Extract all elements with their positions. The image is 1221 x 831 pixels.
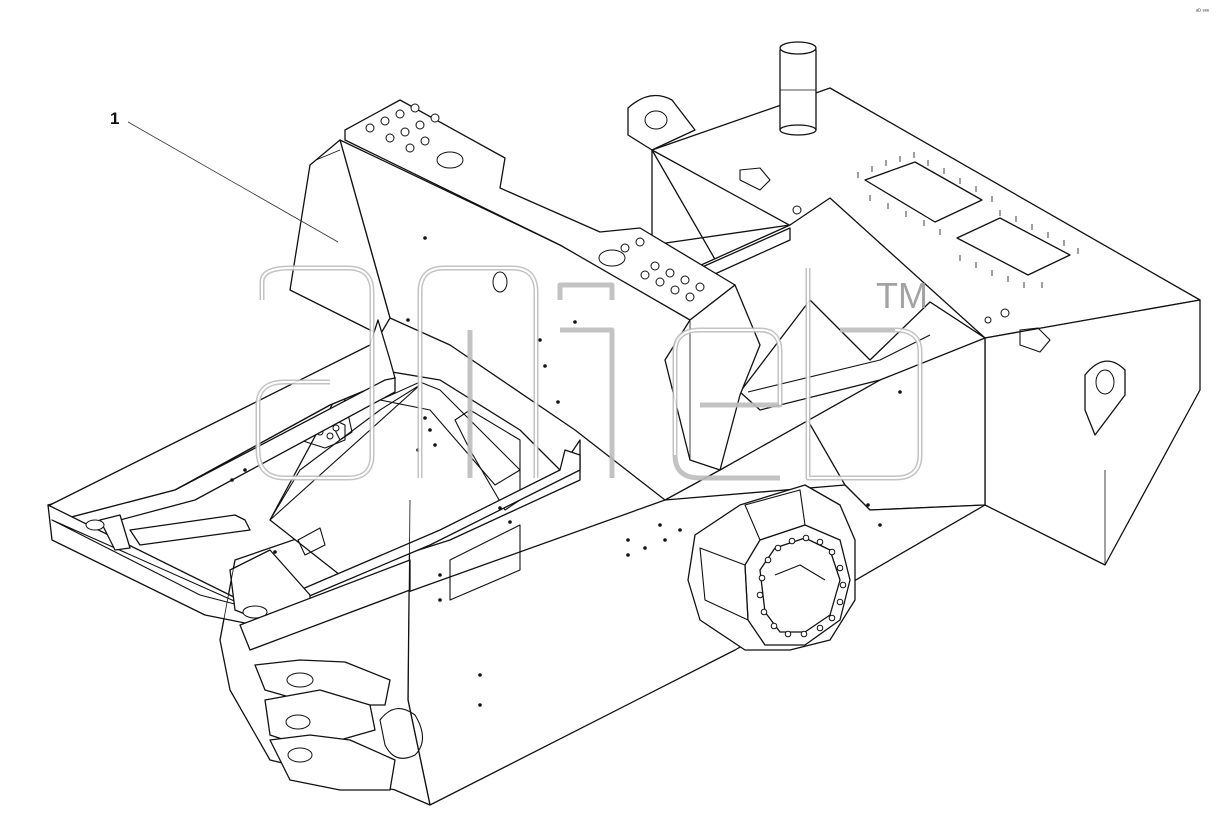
ring-bolt-holes [756,534,847,638]
callout-1: 1 [110,109,339,243]
slewing-ring [687,484,856,651]
trademark-symbol: TM [876,275,928,316]
main-frame-body [339,99,986,806]
watermark-logo: TM [255,265,928,481]
callout-label: 1 [110,109,119,128]
access-hatch [956,217,1071,276]
access-hatch [864,161,983,223]
leader-line [127,121,339,243]
exhaust-pipe [779,41,817,136]
front-frame [47,139,581,806]
top-plate-holes [365,103,705,302]
lifting-eye-right [1084,360,1126,436]
corner-mark: ᵃᴰ ᵉᵉᵉ [1196,8,1210,15]
wall-fastener-dots [406,236,902,707]
